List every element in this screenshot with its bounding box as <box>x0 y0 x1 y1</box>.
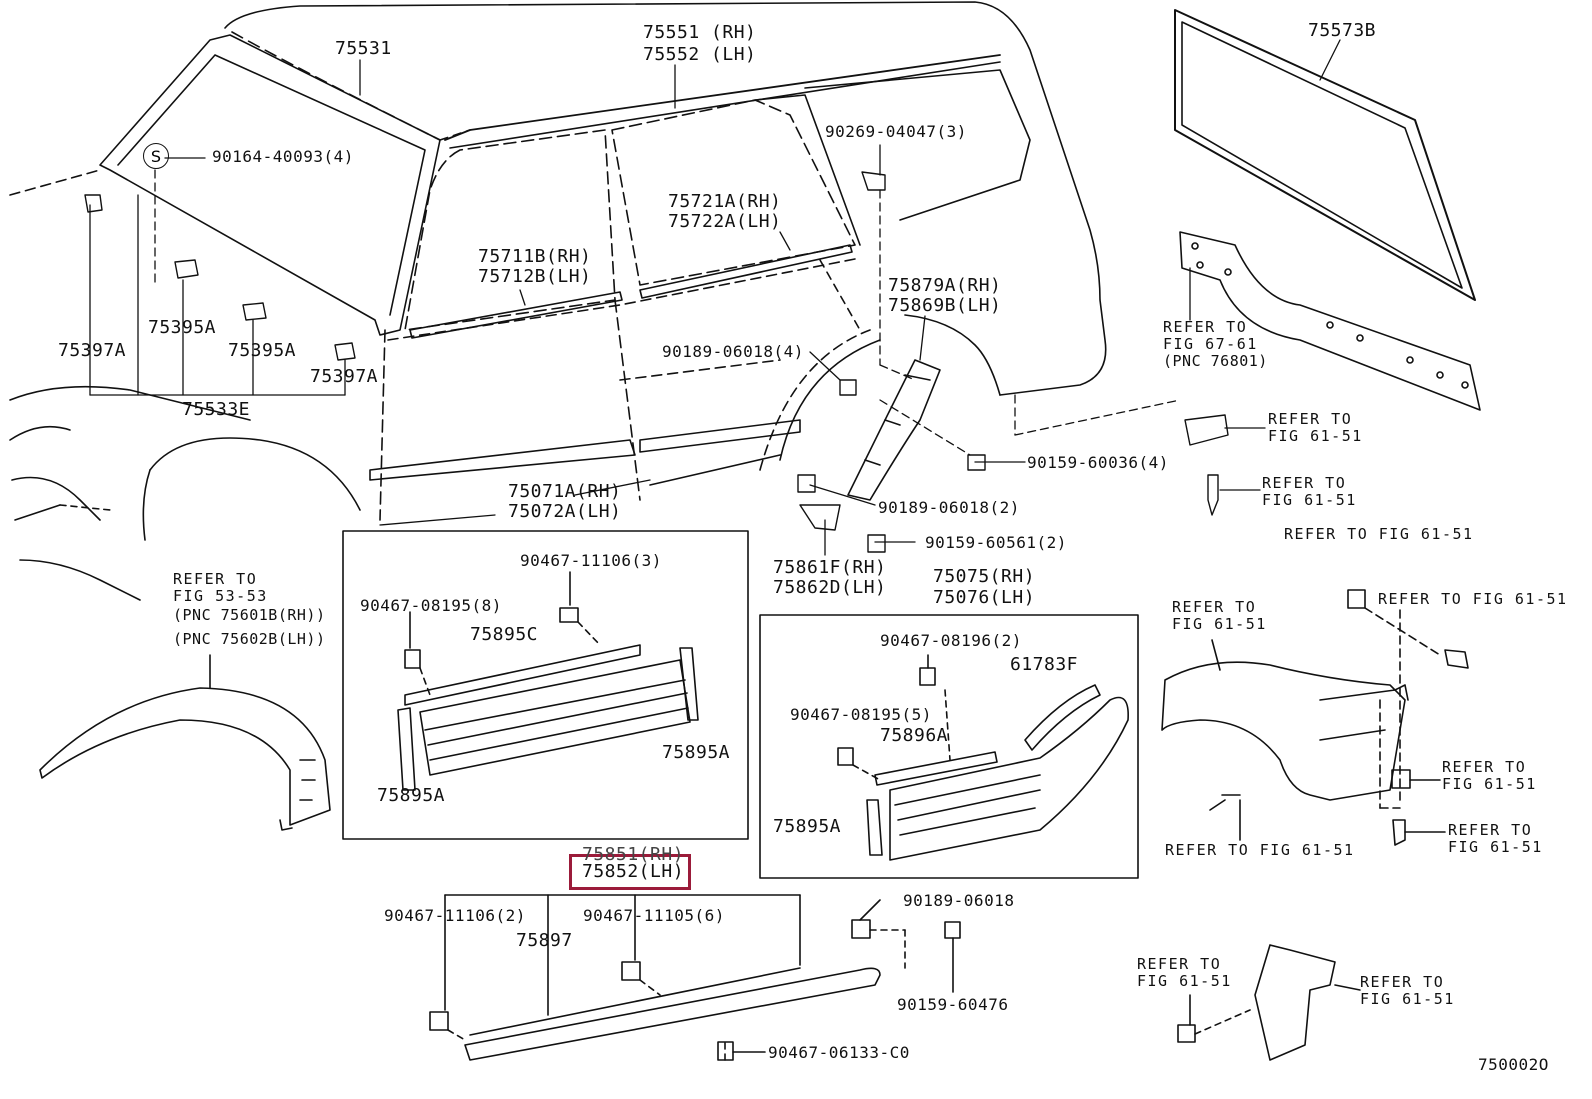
label-90159-60476[interactable]: 90159-60476 <box>897 995 1009 1014</box>
rocker-moulding <box>429 894 961 1061</box>
label-75075[interactable]: 75075(RH) <box>933 566 1036 587</box>
label-75897[interactable]: 75897 <box>516 930 573 951</box>
label-75879A[interactable]: 75879A(RH) <box>888 275 1002 296</box>
box-quarter-moulding <box>759 614 1139 879</box>
refer-61-51-i-line2[interactable]: FIG 61-51 <box>1137 972 1232 990</box>
rear-flare <box>1161 589 1469 846</box>
label-75712B[interactable]: 75712B(LH) <box>478 266 592 287</box>
label-75395A-1[interactable]: 75395A <box>148 317 217 338</box>
label-90189-06018-2[interactable]: 90189-06018(2) <box>878 498 1020 517</box>
label-75397A-1[interactable]: 75397A <box>58 340 127 361</box>
label-75895A-type-a[interactable]: 75895A <box>662 742 731 763</box>
label-75861F[interactable]: 75861F(RH) <box>773 557 887 578</box>
label-90467-08195-8[interactable]: 90467-08195(8) <box>360 596 502 615</box>
label-75552[interactable]: 75552 (LH) <box>643 44 757 65</box>
label-75711B[interactable]: 75711B(RH) <box>478 246 592 267</box>
leader-lines <box>89 39 1341 556</box>
refer-53-53-line3: (PNC 75601B(RH)) <box>173 606 326 624</box>
label-90189-06018[interactable]: 90189-06018 <box>903 891 1015 910</box>
refer-53-53-line4: (PNC 75602B(LH)) <box>173 630 326 648</box>
label-75533E[interactable]: 75533E <box>182 399 251 420</box>
label-90164-40093[interactable]: 90164-40093(4) <box>212 147 354 166</box>
refer-61-51-b-line1: REFER TO <box>1262 474 1347 492</box>
refer-61-51-d[interactable]: REFER TO FIG 61-51 <box>1378 590 1568 608</box>
label-75895A-type-b[interactable]: 75895A <box>377 785 446 806</box>
refer-61-51-j-line2[interactable]: FIG 61-51 <box>1360 990 1455 1008</box>
vehicle-body <box>9 1 1107 601</box>
label-61783F[interactable]: 61783F <box>1010 654 1079 675</box>
label-75896A[interactable]: 75896A <box>880 725 949 746</box>
label-75895A-type-b2[interactable]: 75895A <box>773 816 842 837</box>
rear-glass-weatherstrip <box>1174 9 1476 301</box>
label-75852[interactable]: 75852(LH) <box>582 861 685 882</box>
label-90159-60561[interactable]: 90159-60561(2) <box>925 533 1067 552</box>
label-90467-06133-C0[interactable]: 90467-06133-C0 <box>768 1043 910 1062</box>
refer-61-51-e-line2[interactable]: FIG 61-51 <box>1172 615 1267 633</box>
service-symbol-s: S <box>143 143 169 169</box>
label-90159-60036[interactable]: 90159-60036(4) <box>1027 453 1169 472</box>
refer-67-61-line3: (PNC 76801) <box>1163 352 1268 370</box>
label-75573B[interactable]: 75573B <box>1308 20 1377 41</box>
refer-61-51-a-line1: REFER TO <box>1268 410 1353 428</box>
label-75851[interactable]: 75851(RH) <box>582 844 685 865</box>
rear-trim-panel <box>1179 231 1481 411</box>
refer-61-51-h-line2[interactable]: FIG 61-51 <box>1448 838 1543 856</box>
label-90467-11106-3[interactable]: 90467-11106(3) <box>520 551 662 570</box>
label-75397A-2[interactable]: 75397A <box>310 366 379 387</box>
label-75531[interactable]: 75531 <box>335 38 392 59</box>
mudflap <box>1177 944 1361 1061</box>
label-75071A[interactable]: 75071A(RH) <box>508 481 622 502</box>
refer-61-51-i-line1: REFER TO <box>1137 955 1222 973</box>
body-clips <box>84 171 1229 553</box>
refer-67-61-line1: REFER TO <box>1163 318 1248 336</box>
refer-61-51-h-line1: REFER TO <box>1448 821 1533 839</box>
label-75722A[interactable]: 75722A(LH) <box>668 211 782 232</box>
refer-61-51-c[interactable]: REFER TO FIG 61-51 <box>1284 525 1474 543</box>
label-75869B[interactable]: 75869B(LH) <box>888 295 1002 316</box>
rear-arch-liner <box>847 359 941 501</box>
label-90467-08196[interactable]: 90467-08196(2) <box>880 631 1022 650</box>
refer-61-51-a-line2[interactable]: FIG 61-51 <box>1268 427 1363 445</box>
label-90467-11106-2[interactable]: 90467-11106(2) <box>384 906 526 925</box>
label-75072A[interactable]: 75072A(LH) <box>508 501 622 522</box>
refer-61-51-g[interactable]: REFER TO FIG 61-51 <box>1165 841 1355 859</box>
label-90467-11105[interactable]: 90467-11105(6) <box>583 906 725 925</box>
label-90189-06018-4[interactable]: 90189-06018(4) <box>662 342 804 361</box>
label-90467-08195-5[interactable]: 90467-08195(5) <box>790 705 932 724</box>
refer-53-53-line2[interactable]: FIG 53-53 <box>173 587 268 605</box>
refer-61-51-j-line1: REFER TO <box>1360 973 1445 991</box>
front-fender <box>39 654 331 831</box>
refer-61-51-b-line2[interactable]: FIG 61-51 <box>1262 491 1357 509</box>
label-75895C[interactable]: 75895C <box>470 624 539 645</box>
refer-61-51-f-line2[interactable]: FIG 61-51 <box>1442 775 1537 793</box>
refer-61-51-f-line1: REFER TO <box>1442 758 1527 776</box>
refer-53-53-line1: REFER TO <box>173 570 258 588</box>
label-75551[interactable]: 75551 (RH) <box>643 22 757 43</box>
box-door-moulding <box>342 530 749 840</box>
selected-part-highlight[interactable] <box>569 854 691 890</box>
diagram-id: 750002O <box>1478 1055 1549 1074</box>
label-75721A[interactable]: 75721A(RH) <box>668 191 782 212</box>
label-75862D[interactable]: 75862D(LH) <box>773 577 887 598</box>
label-90269-04047[interactable]: 90269-04047(3) <box>825 122 967 141</box>
refer-67-61-line2[interactable]: FIG 67-61 <box>1163 335 1258 353</box>
label-75395A-2[interactable]: 75395A <box>228 340 297 361</box>
label-75076[interactable]: 75076(LH) <box>933 587 1036 608</box>
refer-61-51-e-line1: REFER TO <box>1172 598 1257 616</box>
